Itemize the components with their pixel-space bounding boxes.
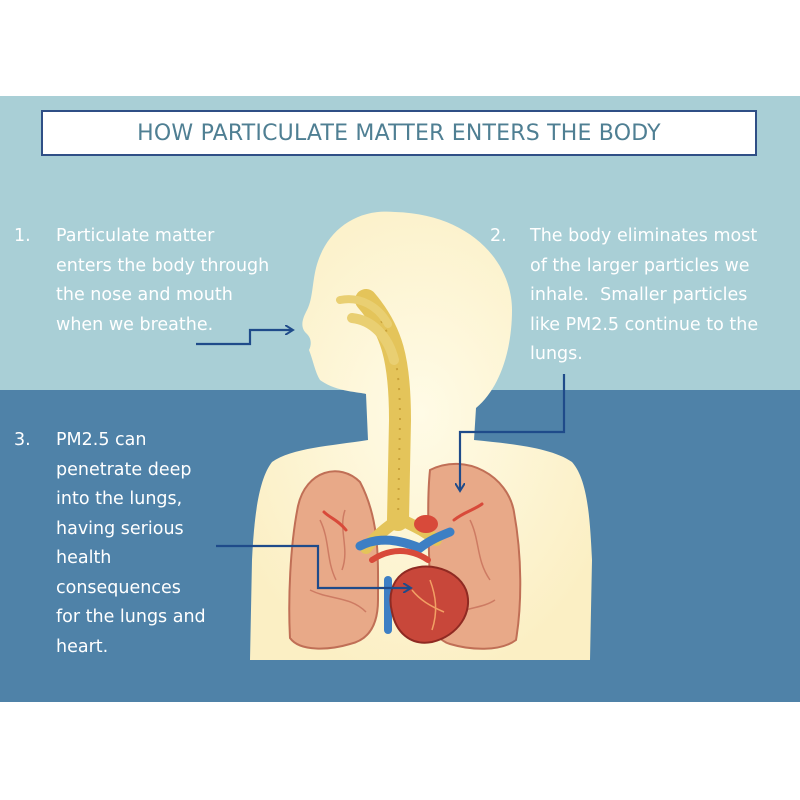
step-3-number: 3.: [14, 430, 31, 450]
step-1-text: Particulate matter enters the body throu…: [56, 222, 269, 340]
arrow-to-lungs: [460, 374, 566, 490]
step-3-line: heart.: [56, 636, 109, 657]
step-3-line: PM2.5 can: [56, 430, 147, 450]
step-2-line: lungs.: [530, 344, 583, 364]
step-2-text: The body eliminates most of the larger p…: [530, 222, 758, 370]
step-1-line: enters the body through: [56, 255, 270, 276]
step-2-line: The body eliminates most: [530, 226, 758, 246]
nasal-passage: [336, 295, 392, 328]
lung-texture: [309, 509, 496, 621]
step-3-line: having serious: [56, 518, 184, 539]
page-title: HOW PARTICULATE MATTER ENTERS THE BODY: [137, 120, 661, 146]
arrow-to-nose: [196, 330, 292, 346]
throat-passage: [347, 313, 399, 365]
arrow-to-heart: [216, 544, 410, 588]
heart-vessels: [411, 579, 445, 631]
step-2-line: inhale. Smaller particles: [530, 285, 748, 305]
aorta: [414, 515, 438, 533]
left-lung: [288, 470, 380, 650]
step-3-line: into the lungs,: [56, 489, 183, 509]
step-3-line: penetrate deep: [56, 459, 192, 480]
step-1-number: 1.: [14, 226, 31, 246]
step-1-line: the nose and mouth: [56, 285, 233, 305]
step-2-number: 2.: [490, 226, 507, 246]
blood-vessels: [322, 502, 484, 634]
step-3-line: health: [56, 548, 112, 568]
title-box: HOW PARTICULATE MATTER ENTERS THE BODY: [41, 110, 757, 156]
step-2-line: like PM2.5 continue to the: [530, 314, 759, 335]
step-1-line: when we breathe.: [56, 314, 214, 335]
step-3-line: for the lungs and: [56, 607, 206, 627]
step-2-line: of the larger particles we: [530, 255, 750, 276]
step-3-text: PM2.5 can penetrate deep into the lungs,…: [56, 426, 206, 662]
step-1-line: Particulate matter: [56, 226, 215, 246]
step-3-line: consequences: [56, 577, 181, 598]
